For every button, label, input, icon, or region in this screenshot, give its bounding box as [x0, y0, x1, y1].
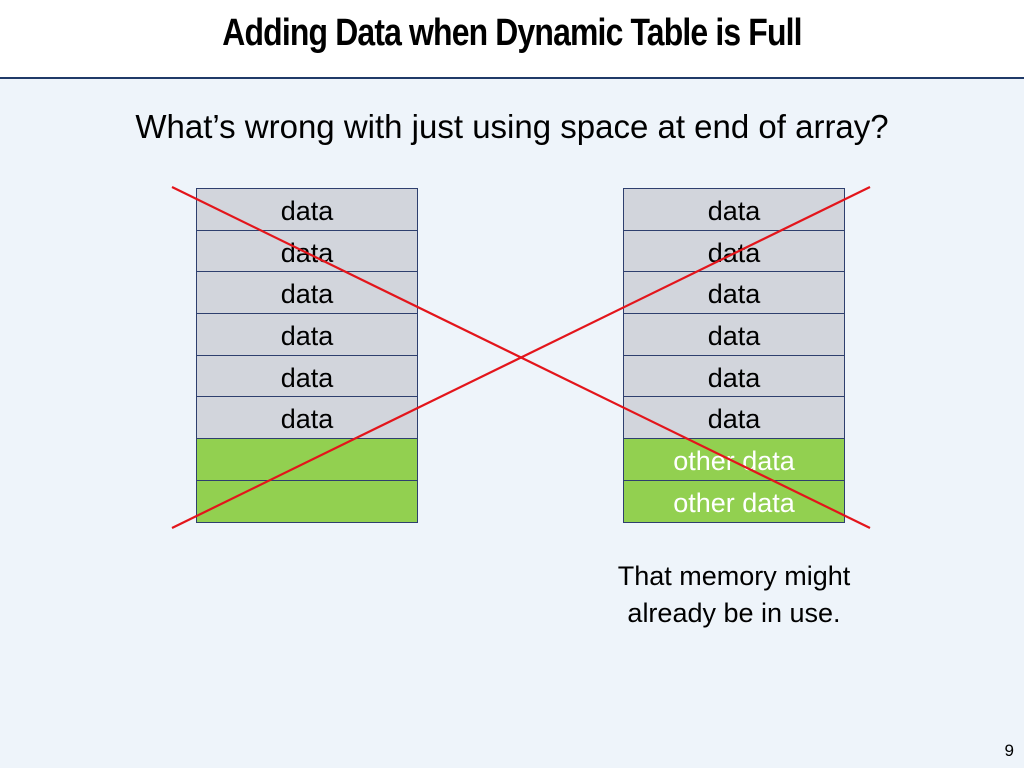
- memory-note: That memory might already be in use.: [564, 558, 904, 632]
- slide-content-area: [0, 79, 1024, 768]
- page-number: 9: [1004, 741, 1014, 760]
- title-divider: [0, 77, 1024, 79]
- left-array-cell-1: data: [196, 188, 418, 231]
- right-array-cell-4: data: [623, 313, 845, 356]
- right-array-cell-5: data: [623, 354, 845, 398]
- memory-note-line-2: already be in use.: [627, 598, 841, 628]
- left-array-cell-6: data: [196, 396, 418, 440]
- title-bar: Adding Data when Dynamic Table is Full: [0, 0, 1024, 77]
- left-array: data data data data data data: [196, 188, 418, 523]
- right-array-other-data-cell-8: other data: [623, 479, 845, 523]
- left-array-cell-3: data: [196, 271, 418, 315]
- left-array-free-cell-8: [196, 479, 418, 523]
- right-array: data data data data data data other data…: [623, 188, 845, 523]
- slide-title: Adding Data when Dynamic Table is Full: [222, 12, 802, 54]
- left-array-cell-2: data: [196, 229, 418, 273]
- memory-note-line-1: That memory might: [617, 561, 851, 591]
- right-array-cell-1: data: [623, 188, 845, 231]
- right-array-cell-2: data: [623, 229, 845, 273]
- right-array-other-data-cell-7: other data: [623, 438, 845, 481]
- slide-question: What’s wrong with just using space at en…: [135, 108, 889, 145]
- left-array-free-cell-7: [196, 438, 418, 481]
- left-array-cell-4: data: [196, 313, 418, 356]
- right-array-cell-3: data: [623, 271, 845, 315]
- right-array-cell-6: data: [623, 396, 845, 440]
- left-array-cell-5: data: [196, 354, 418, 398]
